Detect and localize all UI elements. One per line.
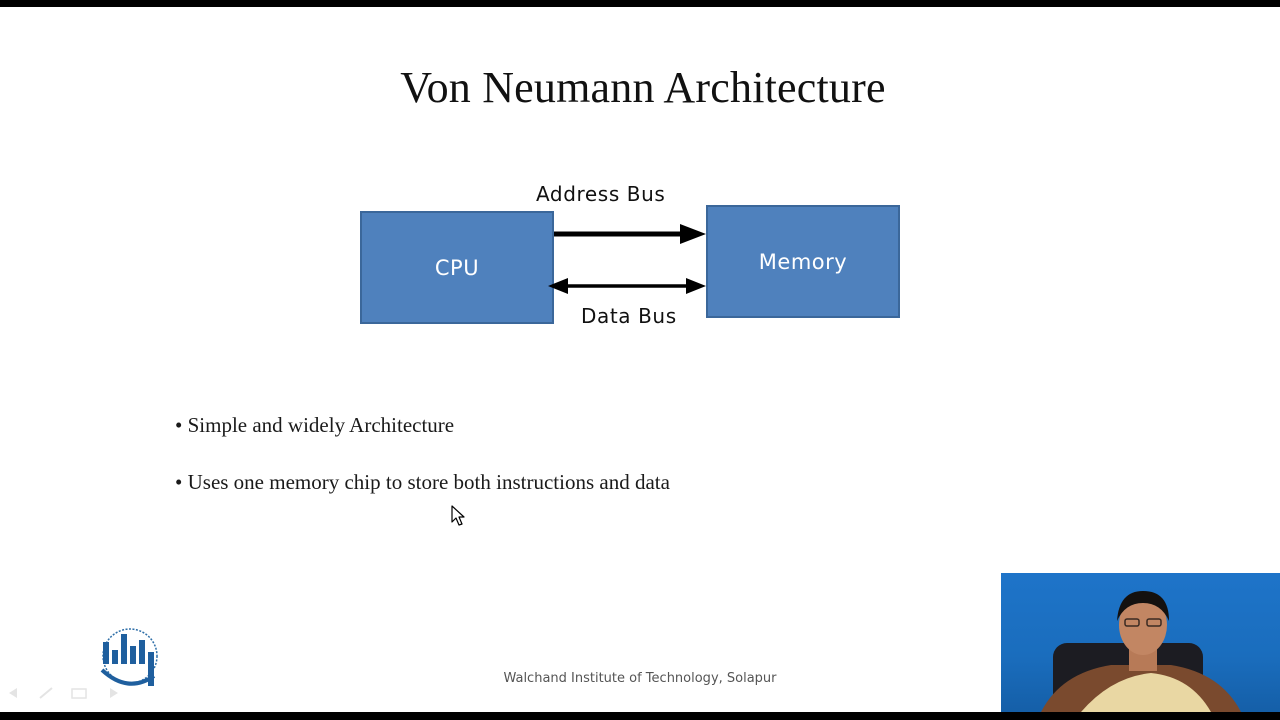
data-bus-label: Data Bus xyxy=(581,304,677,328)
top-letterbox-bar xyxy=(0,0,1280,7)
mouse-pointer-icon xyxy=(451,505,465,526)
bottom-letterbox-bar xyxy=(0,712,1280,720)
pen-icon[interactable] xyxy=(39,687,53,699)
slide-footer: Walchand Institute of Technology, Solapu… xyxy=(503,671,777,686)
menu-icon[interactable] xyxy=(71,688,87,699)
memory-box: Memory xyxy=(706,205,900,318)
data-bus-arrow xyxy=(548,278,706,294)
bullet-point: • Simple and widely Architecture xyxy=(175,413,455,437)
memory-label: Memory xyxy=(758,249,848,274)
previous-slide-icon[interactable] xyxy=(9,688,17,698)
institute-logo-icon xyxy=(100,628,158,686)
cpu-label: CPU xyxy=(434,255,480,280)
slide-title: Von Neumann Architecture xyxy=(400,63,886,112)
presenter-figure xyxy=(1041,591,1241,712)
slideshow-toolbar[interactable] xyxy=(6,685,126,701)
presenter-webcam-video xyxy=(1001,573,1280,712)
cpu-box: CPU xyxy=(360,211,554,324)
bullet-point: • Uses one memory chip to store both ins… xyxy=(175,470,670,494)
next-slide-icon[interactable] xyxy=(110,688,118,698)
address-bus-arrow xyxy=(554,224,706,244)
address-bus-label: Address Bus xyxy=(536,182,666,206)
